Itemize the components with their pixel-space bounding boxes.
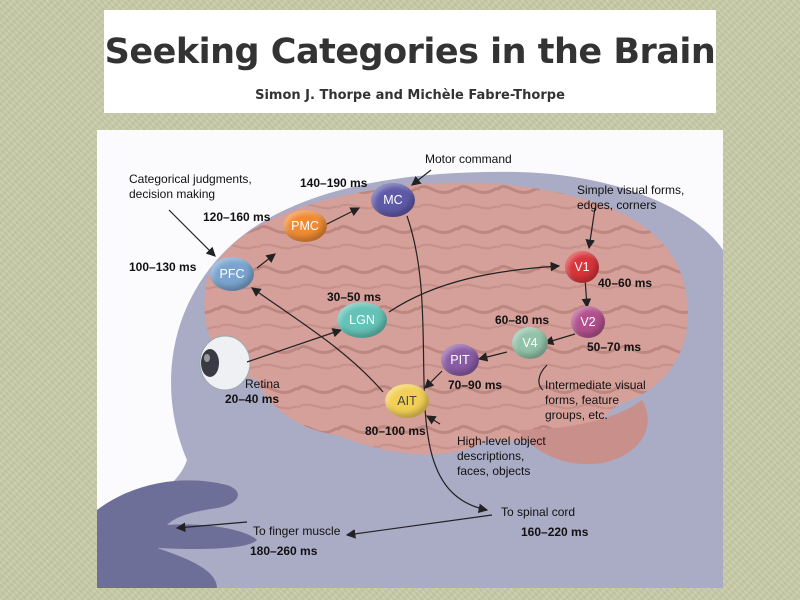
timing-finger: 180–260 ms [250,544,318,558]
label-highlevel-1: High-level object [457,434,546,448]
cerebellum-shape [517,400,648,465]
timing-retina: 20–40 ms [225,392,280,406]
timing-pmc: 120–160 ms [203,210,271,224]
timing-v2: 50–70 ms [587,340,642,354]
label-finger: To finger muscle [253,524,341,538]
timing-v1: 40–60 ms [598,276,653,290]
label-intermediate-1: Intermediate visual [545,378,646,392]
node-v1: V1 [565,251,599,283]
node-v4: V4 [512,327,548,359]
label-simple-2: edges, corners [577,198,657,212]
node-pmc: PMC [283,210,327,242]
label-intermediate-3: groups, etc. [545,408,608,422]
brain-figure: MC PMC PFC LGN V1 V2 V4 PIT AIT 140–190 … [97,130,723,588]
label-simple-1: Simple visual forms, [577,183,685,197]
node-lgn: LGN [337,302,387,338]
timing-ait: 80–100 ms [365,424,426,438]
label-motor-command: Motor command [425,152,512,166]
label-categorical-1: Categorical judgments, [129,172,252,186]
node-mc: MC [371,183,415,217]
slide-authors: Simon J. Thorpe and Michèle Fabre-Thorpe [255,88,565,103]
timing-v4: 60–80 ms [495,313,550,327]
node-v2: V2 [571,306,605,338]
label-retina: Retina [245,377,280,391]
label-spinal: To spinal cord [501,505,576,519]
timing-pit: 70–90 ms [448,378,503,392]
timing-lgn: 30–50 ms [327,290,382,304]
timing-spinal: 160–220 ms [521,525,589,539]
label-highlevel-2: descriptions, [457,449,525,463]
label-intermediate-2: forms, feature [545,393,620,407]
hand-silhouette [97,480,257,588]
node-ait: AIT [385,384,429,418]
timing-mc: 140–190 ms [300,176,368,190]
node-pfc: PFC [210,257,254,291]
label-highlevel-3: faces, objects [457,464,531,478]
slide-title: Seeking Categories in the Brain [104,32,716,72]
label-categorical-2: decision making [129,187,216,201]
title-card: Seeking Categories in the Brain Simon J.… [104,10,716,113]
node-pit: PIT [441,344,479,376]
timing-pfc: 100–130 ms [129,260,197,274]
eye-icon [199,335,251,391]
